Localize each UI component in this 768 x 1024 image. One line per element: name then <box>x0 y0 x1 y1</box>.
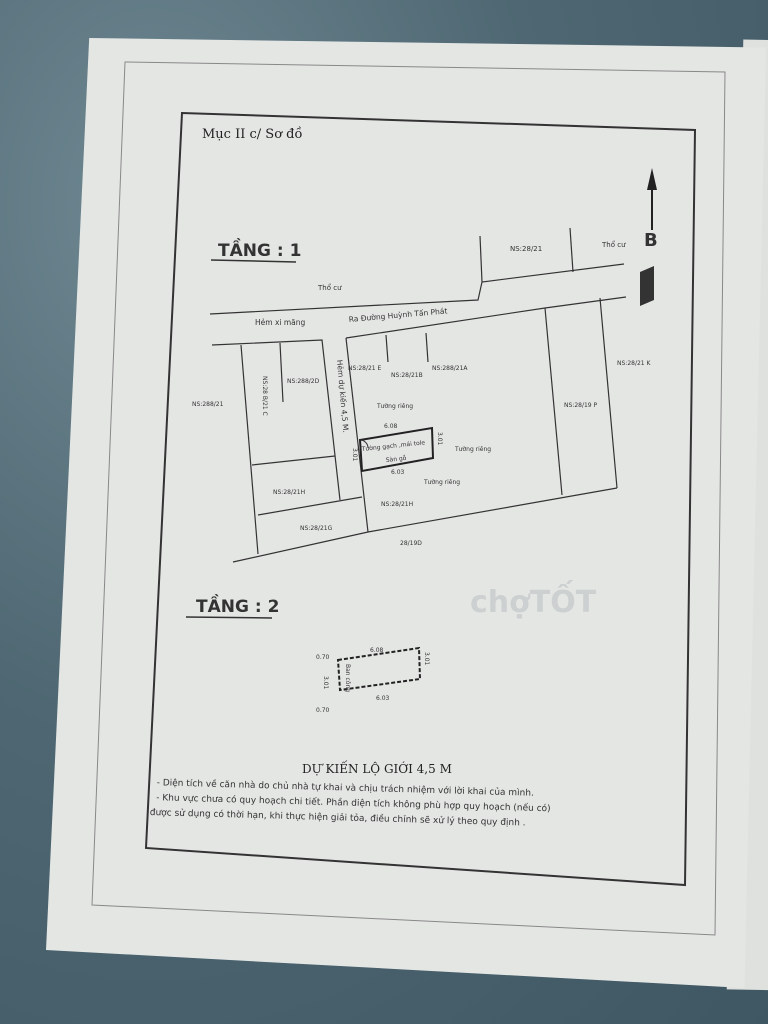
floor2-heading: TẦNG : 2 <box>196 593 279 617</box>
document-page <box>46 38 766 988</box>
label-tuong-rieng-right: Tường riêng <box>454 446 491 453</box>
house-description-walls: Tường gạch ,mái tole <box>360 439 425 453</box>
road-boundary: DỰ KIẾN LỘ GIỚI 4,5 M <box>302 759 452 776</box>
label-ns-28-21g: NS:28/21G <box>300 525 333 532</box>
label-ns-28-21e: NS:28/21 E <box>348 365 382 372</box>
label-ns-28-21b: NS:28/21B <box>391 372 423 379</box>
section-title: Mục II c/ Sơ đồ <box>202 126 302 142</box>
label-ra-duong: Ra Đường Huỳnh Tấn Phát <box>348 306 447 324</box>
floor2-balcony: Ban công <box>344 664 351 692</box>
floor2-dim-top: 6.08 <box>370 647 384 654</box>
label-28-19d: 28/19D <box>400 540 422 547</box>
label-ns-28-21h-left: NS:28/21H <box>273 489 305 496</box>
label-ns-28-19p: NS:28/19 P <box>564 402 598 409</box>
label-ns-28-21: NS:28/21 <box>510 245 542 253</box>
outer-border <box>91 61 726 936</box>
plot-lines <box>209 227 627 563</box>
house-outline <box>358 426 435 473</box>
dim-top: 6.08 <box>384 423 398 430</box>
floor1-heading: TẦNG : 1 <box>218 237 301 261</box>
label-ns-28-21h: NS:28/21H <box>381 501 413 508</box>
label-tho-cu-right: Thổ cư <box>601 240 626 249</box>
north-arrow-icon <box>640 168 657 306</box>
floor2-offset-bottom: 0.70 <box>316 707 330 714</box>
label-tuong-rieng-top: Tường riêng <box>376 403 413 410</box>
label-ns-28-b21c: NS:28 B/21 C <box>261 376 268 416</box>
dim-right: 3.01 <box>436 432 443 446</box>
floor2-dim-bottom: 6.03 <box>376 695 390 702</box>
label-ns-288-21: NS:288/21 <box>192 401 224 408</box>
watermark-logo: chợTỐT <box>470 579 597 620</box>
house-description-floor: Sàn gỗ <box>385 455 407 464</box>
floor2-dim-right: 3.01 <box>423 652 430 666</box>
north-label: B <box>644 230 658 251</box>
page-border <box>144 111 697 887</box>
floor2-outline <box>336 646 422 692</box>
dim-left: 3.01 <box>351 448 358 462</box>
label-tho-cu-top: Thổ cư <box>317 283 342 292</box>
floor2-offset-top: 0.70 <box>316 654 330 661</box>
label-ns-288-21a: NS:288/21A <box>432 365 468 372</box>
label-tuong-rieng-bottom: Tường riêng <box>423 479 460 486</box>
dim-bottom: 6.03 <box>391 469 405 476</box>
door-icon <box>359 439 369 449</box>
floor2-dim-left: 3.01 <box>322 676 329 690</box>
label-ns-288-2d: NS:288/2D <box>287 378 320 385</box>
label-ns-28-21k: NS:28/21 K <box>617 360 652 367</box>
label-hem-xi-mang: Hẻm xi măng <box>255 318 306 327</box>
